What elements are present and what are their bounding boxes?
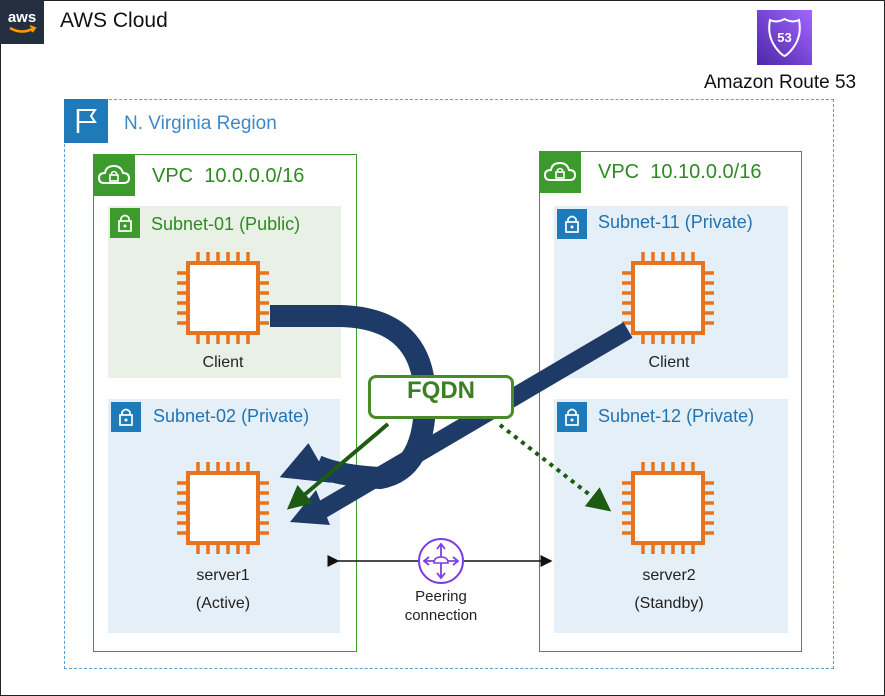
left-client-flow-arrowhead — [279, 443, 332, 483]
server2-state: (Standby) — [634, 595, 704, 612]
ec2-instance-icon — [175, 460, 271, 556]
route53-badge-text: 53 — [777, 30, 791, 45]
vpc-left — [93, 154, 357, 652]
vpc-cloud-icon — [539, 151, 581, 193]
peering-connection-icon — [418, 538, 464, 584]
route53-icon: 53 — [757, 10, 812, 65]
aws-logo-text: aws — [8, 9, 36, 26]
server2-label: server2 — [642, 567, 696, 584]
server1-state: (Active) — [195, 595, 251, 612]
left-client-flow-arrow — [270, 305, 437, 490]
server1-label: server1 — [196, 567, 250, 584]
lock-icon — [110, 208, 140, 238]
vpc-cloud-icon — [93, 154, 135, 196]
lock-icon — [111, 402, 141, 432]
lock-icon — [557, 402, 587, 432]
right-client-label: Client — [648, 354, 690, 371]
flag-icon — [64, 99, 108, 143]
subnet-01-label: Subnet-01 (Public) — [151, 214, 301, 234]
left-client-label: Client — [202, 354, 244, 371]
cloud-title: AWS Cloud — [60, 9, 168, 32]
fqdn-label: FQDN — [407, 377, 475, 404]
right-client-flow-arrow — [315, 322, 633, 519]
vpc-right-label: VPC 10.10.0.0/16 — [598, 161, 762, 183]
standby-route-arrow — [498, 423, 612, 512]
region-label: N. Virginia Region — [124, 113, 277, 134]
vpc-left-label: VPC 10.0.0.0/16 — [152, 165, 305, 187]
subnet-12-label: Subnet-12 (Private) — [598, 406, 755, 426]
region-boundary — [64, 99, 834, 669]
vpc-right — [539, 151, 802, 652]
active-route-arrow — [286, 422, 390, 510]
peering-label-line1: Peering — [415, 588, 467, 605]
aws-logo-icon: aws — [0, 0, 44, 44]
peering-label-line2: connection — [404, 607, 478, 624]
ec2-instance-icon — [620, 460, 716, 556]
fqdn-box — [368, 375, 514, 419]
ec2-instance-icon — [620, 250, 716, 346]
subnet-02-label: Subnet-02 (Private) — [153, 406, 310, 426]
route53-label: Amazon Route 53 — [704, 72, 857, 93]
ec2-instance-icon — [175, 250, 271, 346]
lock-icon — [557, 209, 587, 239]
subnet-11-label: Subnet-11 (Private) — [598, 212, 753, 232]
